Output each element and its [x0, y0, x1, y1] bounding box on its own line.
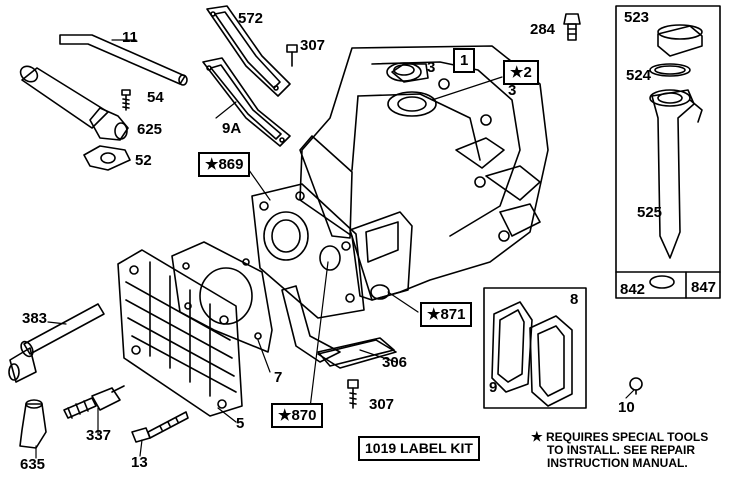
- star-icon: ★: [531, 429, 543, 444]
- label-870-special-tool: 870: [271, 403, 324, 428]
- label-523: 523: [624, 9, 650, 26]
- label-635: 635: [20, 456, 46, 473]
- label-337: 337: [86, 427, 112, 444]
- part-54-screw: [121, 89, 131, 111]
- label-54: 54: [147, 89, 164, 106]
- label-842: 842: [620, 281, 646, 298]
- label-5: 5: [236, 415, 245, 432]
- label-9: 9: [489, 379, 498, 396]
- label-871-special-tool: 871: [420, 302, 473, 327]
- label-869-special-tool: 869: [198, 152, 251, 177]
- label-383: 383: [22, 310, 48, 327]
- label-625: 625: [137, 121, 163, 138]
- part-9a-gasket: [202, 57, 291, 147]
- special-tools-note: ★ REQUIRES SPECIAL TOOLS TO INSTALL. SEE…: [531, 430, 708, 470]
- label-9a: 9A: [222, 120, 242, 137]
- part-13-bolt: [131, 411, 189, 443]
- label-284: 284: [530, 21, 556, 38]
- part-10-screw: [629, 377, 643, 395]
- note-line-2: TO INSTALL. SEE REPAIR: [547, 443, 696, 457]
- label-2-special-tool: 2: [503, 60, 539, 85]
- part-52-gasket: [83, 145, 131, 171]
- label-10: 10: [618, 399, 635, 416]
- label-kit-box: 1019 LABEL KIT: [358, 436, 480, 461]
- label-8: 8: [570, 291, 579, 308]
- part-307-screw-bottom: [347, 379, 359, 409]
- label-524: 524: [626, 67, 652, 84]
- part-284-fitting: [563, 13, 581, 41]
- label-3-seal: 3: [427, 59, 436, 76]
- label-307-top: 307: [300, 37, 326, 54]
- part-337-spark-plug: [63, 385, 125, 419]
- part-306-plate: [317, 337, 395, 367]
- label-306: 306: [382, 354, 408, 371]
- part-625-filter: [19, 65, 129, 141]
- leader-lines: [35, 39, 635, 459]
- part-11-tube: [59, 34, 188, 86]
- label-3-kit: 3: [508, 82, 517, 99]
- cover-inset: [483, 287, 587, 409]
- part-635-elbow: [19, 399, 47, 449]
- label-7: 7: [274, 369, 283, 386]
- part-383-tube: [8, 303, 105, 383]
- part-5-cylinder-head: [117, 249, 243, 417]
- dipstick-inset: [615, 5, 721, 299]
- label-13: 13: [131, 454, 148, 471]
- part-3-seal: [386, 62, 422, 82]
- part-572-gasket: [206, 5, 291, 97]
- label-847: 847: [691, 279, 717, 296]
- label-11: 11: [122, 29, 138, 46]
- note-line-3: INSTRUCTION MANUAL.: [547, 456, 688, 470]
- label-1: 1: [453, 48, 476, 73]
- engine-block: [251, 45, 549, 369]
- part-307-screw-top: [286, 44, 298, 67]
- label-525: 525: [637, 204, 663, 221]
- note-line-1: REQUIRES SPECIAL TOOLS: [546, 430, 709, 444]
- label-52: 52: [135, 152, 152, 169]
- label-572: 572: [238, 10, 264, 27]
- label-307-bottom: 307: [369, 396, 395, 413]
